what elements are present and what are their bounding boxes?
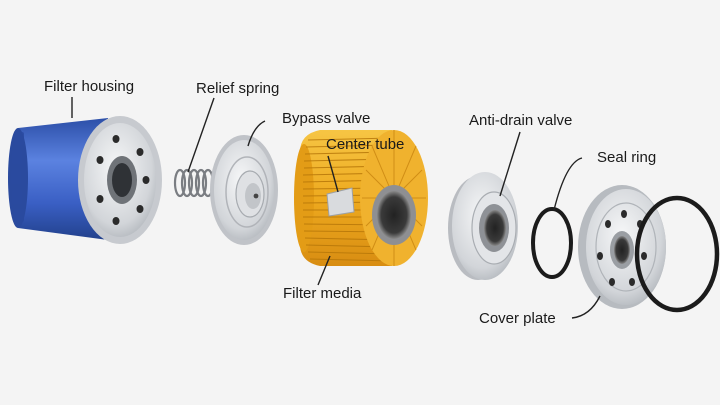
leader-lines — [71, 97, 601, 319]
label-anti-drain-valve: Anti-drain valve — [469, 112, 573, 129]
cover-plate-part — [578, 185, 666, 309]
center-tube-part — [326, 187, 355, 217]
bypass-valve-part — [210, 135, 278, 245]
seal-ring-part — [531, 207, 573, 279]
label-cover-plate: Cover plate — [479, 310, 556, 327]
label-seal-ring: Seal ring — [597, 149, 657, 166]
relief-spring-part — [173, 168, 215, 198]
label-bypass-valve: Bypass valve — [282, 110, 371, 127]
filter-media-part — [294, 130, 428, 266]
label-filter-housing: Filter housing — [44, 78, 135, 95]
label-relief-spring: Relief spring — [196, 80, 280, 97]
filter-housing-part — [8, 116, 162, 244]
label-filter-media: Filter media — [283, 285, 362, 302]
label-center-tube: Center tube — [326, 136, 405, 153]
large-seal-part — [634, 195, 720, 313]
anti-drain-valve-part — [448, 172, 518, 280]
